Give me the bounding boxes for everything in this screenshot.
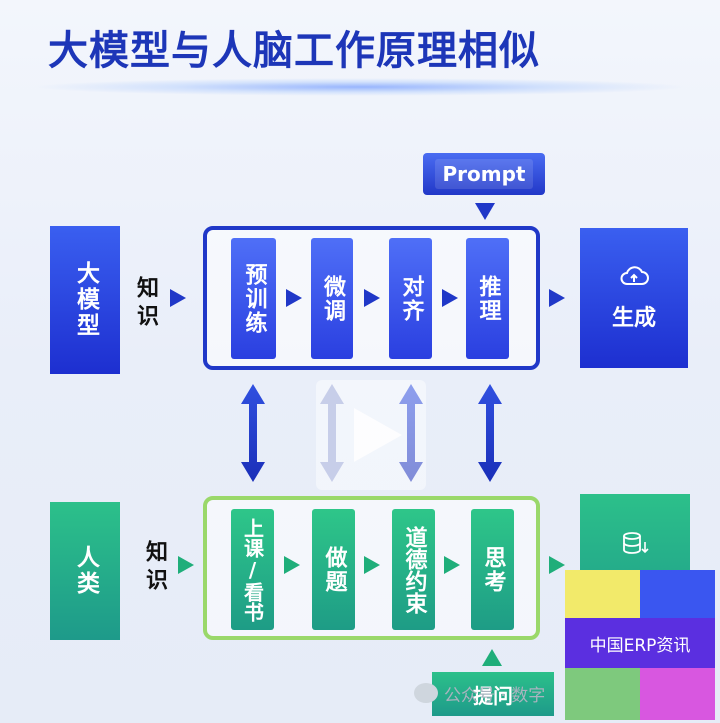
ask-box: 提问 [432, 672, 554, 716]
model-label: 大模型 [72, 261, 99, 339]
step-morals: 道德约束 [392, 509, 435, 630]
double-arrow-icon [478, 384, 502, 482]
page-title: 大模型与人脑工作原理相似 [48, 28, 540, 74]
arrow-right-icon [442, 289, 458, 307]
prompt-box: Prompt [423, 153, 545, 195]
human-knowledge-label: 知识 [142, 540, 167, 596]
video-play-overlay[interactable] [316, 380, 426, 490]
double-arrow-icon [320, 384, 344, 482]
double-arrow-icon [399, 384, 423, 482]
arrow-right-icon [364, 289, 380, 307]
arrow-right-icon [284, 556, 300, 574]
model-knowledge-label: 知识 [133, 276, 158, 332]
step-label: 做题 [321, 545, 347, 594]
arrow-down-icon [475, 203, 495, 220]
step-label: 预训练 [241, 262, 267, 335]
arrow-right-icon [286, 289, 302, 307]
arrow-right-icon [444, 556, 460, 574]
step-label: 微调 [320, 274, 345, 323]
step-exercise: 做题 [312, 509, 355, 630]
step-label: 思考 [480, 545, 506, 594]
step-thinking: 思考 [471, 509, 514, 630]
badge-green-block [565, 668, 640, 720]
step-label: 对齐 [398, 274, 424, 323]
ask-label: 提问 [473, 683, 513, 708]
badge-yellow-block [565, 570, 640, 618]
step-label: 推理 [475, 274, 501, 323]
database-icon [620, 530, 650, 564]
play-icon [354, 408, 402, 462]
wechat-icon [414, 683, 438, 703]
step-study: 上课/看书 [231, 509, 274, 630]
double-arrow-icon [241, 384, 265, 482]
step-alignment: 对齐 [389, 238, 432, 359]
arrow-right-icon [178, 556, 194, 574]
arrow-right-icon [364, 556, 380, 574]
step-pretraining: 预训练 [231, 238, 276, 359]
title-glow [30, 78, 690, 96]
watermark-text: 公众号 · 数字 [444, 685, 546, 706]
step-label: 道德约束 [401, 525, 427, 614]
generate-label: 生成 [611, 306, 656, 331]
erp-badge: 中国ERP资讯 [565, 570, 715, 720]
step-finetune: 微调 [311, 238, 353, 359]
arrow-up-icon [482, 649, 502, 666]
watermark: 公众号 · 数字 [414, 676, 584, 710]
arrow-right-icon [549, 556, 565, 574]
arrow-right-icon [549, 289, 565, 307]
step-inference: 推理 [466, 238, 509, 359]
badge-text: 中国ERP资讯 [565, 618, 715, 668]
generate-output-box: 生成 [580, 228, 688, 368]
step-label: 上课/看书 [240, 517, 265, 622]
human-label-box: 人类 [50, 502, 120, 640]
arrow-right-icon [170, 289, 186, 307]
cloud-upload-icon [619, 264, 649, 294]
human-label: 人类 [72, 545, 99, 597]
prompt-label: Prompt [434, 159, 534, 189]
model-label-box: 大模型 [50, 226, 120, 374]
badge-pink-block [640, 668, 715, 720]
badge-blue-block [640, 570, 715, 618]
